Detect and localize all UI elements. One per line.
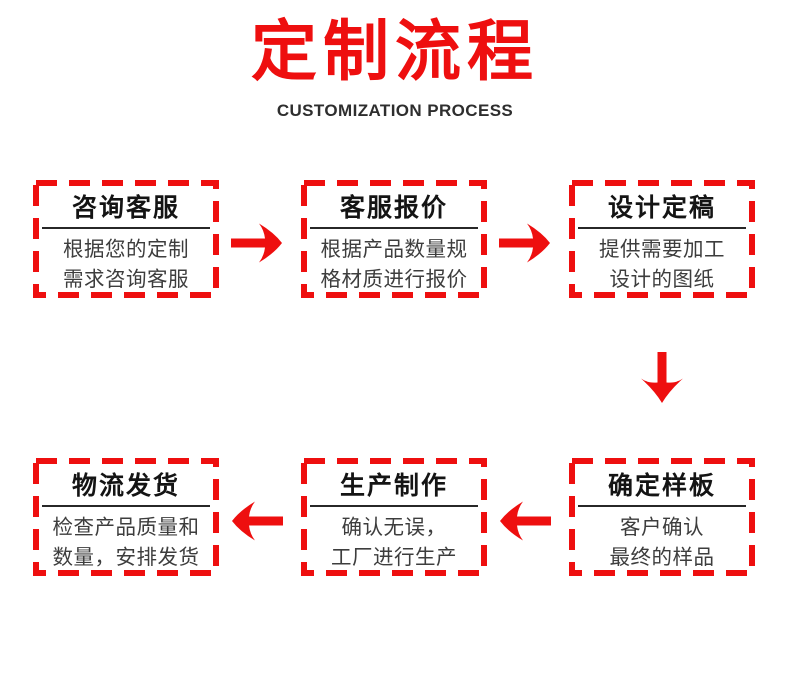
- divider: [310, 505, 478, 507]
- step-desc-line: 确认无误，: [341, 516, 447, 539]
- divider: [578, 227, 746, 229]
- dashed-border: [569, 180, 755, 298]
- page-title: 定制流程: [251, 14, 539, 88]
- dashed-border: [301, 180, 487, 298]
- step-desc-line: 需求咨询客服: [63, 268, 189, 291]
- step-title: 物流发货: [71, 472, 180, 500]
- step-title: 生产制作: [339, 472, 448, 500]
- arrow-left-icon: [231, 499, 283, 543]
- step-desc-line: 提供需要加工: [599, 238, 725, 261]
- step-desc-line: 根据产品数量规: [320, 238, 468, 261]
- step-desc-line: 数量，安排发货: [52, 546, 200, 569]
- step-desc-line: 设计的图纸: [609, 268, 715, 291]
- step-box-quote: 客服报价 根据产品数量规 格材质进行报价: [301, 180, 487, 298]
- step-box-design-final: 设计定稿 提供需要加工 设计的图纸: [569, 180, 755, 298]
- divider: [42, 227, 210, 229]
- divider: [42, 505, 210, 507]
- step-box-production: 生产制作 确认无误， 工厂进行生产: [301, 458, 487, 576]
- step-desc-line: 格材质进行报价: [320, 268, 468, 291]
- step-desc-line: 根据您的定制: [63, 238, 189, 261]
- step-box-consult-service: 咨询客服 根据您的定制 需求咨询客服: [33, 180, 219, 298]
- step-box-shipping: 物流发货 检查产品质量和 数量，安排发货: [33, 458, 219, 576]
- dashed-border: [301, 458, 487, 576]
- divider: [310, 227, 478, 229]
- step-title: 客服报价: [339, 194, 448, 222]
- arrow-right-icon: [231, 221, 283, 265]
- step-title: 确定样板: [607, 472, 716, 500]
- arrow-down-icon: [639, 352, 685, 404]
- dashed-border: [569, 458, 755, 576]
- step-desc-line: 客户确认: [620, 516, 704, 539]
- step-box-confirm-sample: 确定样板 客户确认 最终的样品: [569, 458, 755, 576]
- arrow-right-icon: [499, 221, 551, 265]
- divider: [578, 505, 746, 507]
- step-desc-line: 检查产品质量和: [52, 516, 200, 539]
- step-title: 设计定稿: [607, 194, 716, 222]
- dashed-border: [33, 458, 219, 576]
- step-title: 咨询客服: [71, 194, 180, 222]
- page-subtitle: CUSTOMIZATION PROCESS: [276, 101, 514, 120]
- dashed-border: [33, 180, 219, 298]
- step-desc-line: 最终的样品: [609, 546, 715, 569]
- arrow-left-icon: [499, 499, 551, 543]
- step-desc-line: 工厂进行生产: [331, 546, 457, 569]
